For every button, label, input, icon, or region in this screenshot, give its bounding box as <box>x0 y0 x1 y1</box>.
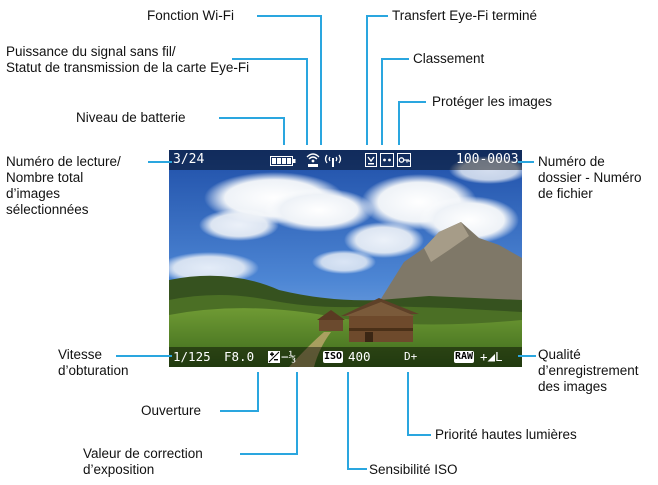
leader-playback <box>148 161 172 163</box>
landscape-photo <box>169 150 522 367</box>
leader-eyefi-h <box>366 15 388 17</box>
leader-eyefi-v <box>366 15 368 145</box>
leader-highlight-h <box>407 434 431 436</box>
exposure-compensation-value: −⅓ <box>281 349 297 364</box>
label-wireless-signal-line2: Statut de transmission de la carte Eye-F… <box>6 60 250 75</box>
leader-signal-h <box>232 58 307 60</box>
aperture-value: F8.0 <box>224 349 255 364</box>
label-quality-line1: Qualité <box>538 347 581 362</box>
label-quality-line2: d’enregistrement <box>538 363 639 378</box>
highlight-priority: D+ <box>404 350 418 363</box>
leader-folder <box>518 161 534 163</box>
iso-value: 400 <box>348 349 371 364</box>
label-shutter-line1: Vitesse <box>58 347 103 362</box>
camera-screen: 3/24 <box>169 150 522 367</box>
small-cabin <box>317 310 345 331</box>
leader-aperture-h <box>220 410 259 412</box>
label-wifi-function: Fonction Wi-Fi <box>147 8 235 23</box>
leader-wifi-v <box>320 15 322 145</box>
shutter-speed: 1/125 <box>173 349 211 364</box>
rating-icon <box>380 153 394 167</box>
label-wireless-signal-line1: Puissance du signal sans fil/ <box>6 44 176 59</box>
label-playback-line3: d’images <box>6 186 61 201</box>
label-shutter-line2: d’obturation <box>58 363 129 378</box>
leader-rating-v <box>381 58 383 145</box>
label-playback-line2: Nombre total <box>6 170 84 185</box>
clouds <box>169 156 522 284</box>
quality-suffix: +◢L <box>480 349 503 364</box>
leader-shutter <box>116 355 172 357</box>
wireless-signal-icon <box>306 153 320 167</box>
label-wireless-signal: Puissance du signal sans fil/ Statut de … <box>6 44 249 76</box>
label-recording-quality: Qualité d’enregistrement des images <box>538 347 639 395</box>
large-cabin <box>341 298 419 342</box>
label-exposure-line1: Valeur de correction <box>83 446 203 461</box>
leader-iso-h <box>347 468 367 470</box>
label-aperture: Ouverture <box>141 403 202 418</box>
battery-icon <box>270 156 296 166</box>
label-folder-line2: dossier - Numéro <box>538 170 642 185</box>
leader-battery-h <box>219 117 284 119</box>
leader-aperture-v <box>257 372 259 412</box>
label-shutter-speed: Vitesse d’obturation <box>58 347 129 379</box>
iso-badge: ISO <box>323 351 344 363</box>
leader-iso-v <box>347 372 349 470</box>
label-protect-images: Protéger les images <box>432 94 553 109</box>
playback-number: 3/24 <box>173 152 205 167</box>
label-exposure-line2: d’exposition <box>83 462 155 477</box>
label-iso-sensitivity: Sensibilité ISO <box>369 462 458 477</box>
leader-quality <box>518 355 536 357</box>
label-highlight-priority: Priorité hautes lumières <box>435 427 577 442</box>
leader-rating-h <box>381 58 409 60</box>
label-playback-line4: sélectionnées <box>6 202 89 217</box>
label-battery-level: Niveau de batterie <box>76 110 186 125</box>
label-rating: Classement <box>413 51 485 66</box>
leader-exposure-h <box>240 453 298 455</box>
raw-badge: RAW <box>454 351 475 363</box>
leader-protect-v <box>398 101 400 145</box>
label-folder-line1: Numéro de <box>538 154 605 169</box>
label-exposure-compensation: Valeur de correction d’exposition <box>83 446 203 478</box>
leader-wifi-h <box>257 15 320 17</box>
label-playback-number: Numéro de lecture/ Nombre total d’images… <box>6 154 121 218</box>
wifi-function-icon <box>324 154 342 167</box>
label-folder-file-number: Numéro de dossier - Numéro de fichier <box>538 154 642 202</box>
leader-protect-h <box>398 101 426 103</box>
label-playback-line1: Numéro de lecture/ <box>6 154 121 169</box>
protect-key-icon <box>397 153 411 167</box>
eyefi-transfer-done-icon <box>365 153 377 167</box>
exposure-compensation-icon <box>268 351 280 363</box>
leader-battery-v <box>283 117 285 145</box>
folder-file-number: 100-0003 <box>456 152 519 167</box>
leader-highlight-v <box>407 372 409 436</box>
label-eyefi-transfer-done: Transfert Eye-Fi terminé <box>392 8 538 23</box>
label-folder-line3: de fichier <box>538 186 593 201</box>
label-quality-line3: des images <box>538 379 608 394</box>
leader-signal-v <box>306 58 308 145</box>
leader-exposure-v <box>296 372 298 455</box>
